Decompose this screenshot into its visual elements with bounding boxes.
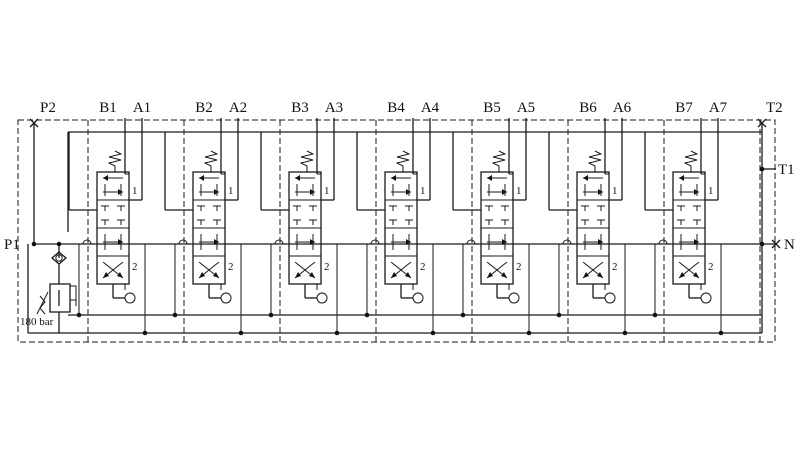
position-1-label: 1 [516,185,522,197]
port-p1-label: P1 [4,237,20,253]
valve-section-1: B1 A1 1 2 [68,100,151,336]
lever-knob-icon [316,292,328,304]
position-1-label: 1 [612,185,618,197]
position-2-label: 2 [516,261,522,273]
port-t1-label: T1 [778,162,795,178]
port-b1-label: B1 [99,100,117,116]
valve-section-7: B7 A7 1 2 [644,100,728,336]
lever-knob-icon [700,292,712,304]
valve-section-4: B4 A4 1 2 [356,100,440,336]
port-n-label: N [784,237,795,253]
port-a7-label: A7 [709,100,728,116]
lever-knob-icon [412,292,424,304]
position-2-label: 2 [420,261,426,273]
relief-valve [49,283,71,313]
port-b4-label: B4 [387,100,405,116]
spring-icon [203,150,219,172]
port-p2-label: P2 [40,100,56,116]
section-separators [87,120,761,342]
spring-icon [683,150,699,172]
port-b6-label: B6 [579,100,597,116]
port-a6-label: A6 [613,100,632,116]
port-n-marker [771,239,781,249]
lever-knob-icon [604,292,616,304]
spring-icon [587,150,603,172]
port-t2-label: T2 [766,100,783,116]
lever-knob-icon [508,292,520,304]
spring-icon [491,150,507,172]
valve-sections: B1 A1 1 2 B2 A2 1 2 B3 A3 1 2 B4 A4 1 2 B5 A5 1 2 B6 A6 1 2 B7 A7… [68,100,728,336]
position-2-label: 2 [324,261,330,273]
position-1-label: 1 [324,185,330,197]
valve-section-2: B2 A2 1 2 [164,100,247,336]
port-b7-label: B7 [675,100,693,116]
port-b5-label: B5 [483,100,501,116]
position-2-label: 2 [132,261,138,273]
port-a3-label: A3 [325,100,343,116]
port-a4-label: A4 [421,100,440,116]
position-1-label: 1 [132,185,138,197]
spring-icon [395,150,411,172]
relief-setting-label: 180 bar [20,316,54,328]
spring-icon [107,150,123,172]
valve-section-3: B3 A3 1 2 [260,100,343,336]
port-t2-marker [757,118,767,128]
position-2-label: 2 [612,261,618,273]
port-b3-label: B3 [291,100,309,116]
valve-section-6: B6 A6 1 2 [548,100,632,336]
manifold-envelope [17,119,776,343]
outlet-block [761,123,776,333]
position-1-label: 1 [420,185,426,197]
position-1-label: 1 [228,185,234,197]
valve-section-5: B5 A5 1 2 [452,100,535,336]
position-2-label: 2 [228,261,234,273]
port-b2-label: B2 [195,100,213,116]
port-a1-label: A1 [133,100,151,116]
lever-knob-icon [220,292,232,304]
port-a5-label: A5 [517,100,535,116]
spring-icon [299,150,315,172]
port-a2-label: A2 [229,100,247,116]
lever-knob-icon [124,292,136,304]
position-2-label: 2 [708,261,714,273]
position-1-label: 1 [708,185,714,197]
inlet-block [27,123,78,333]
port-p2-marker [29,118,39,128]
